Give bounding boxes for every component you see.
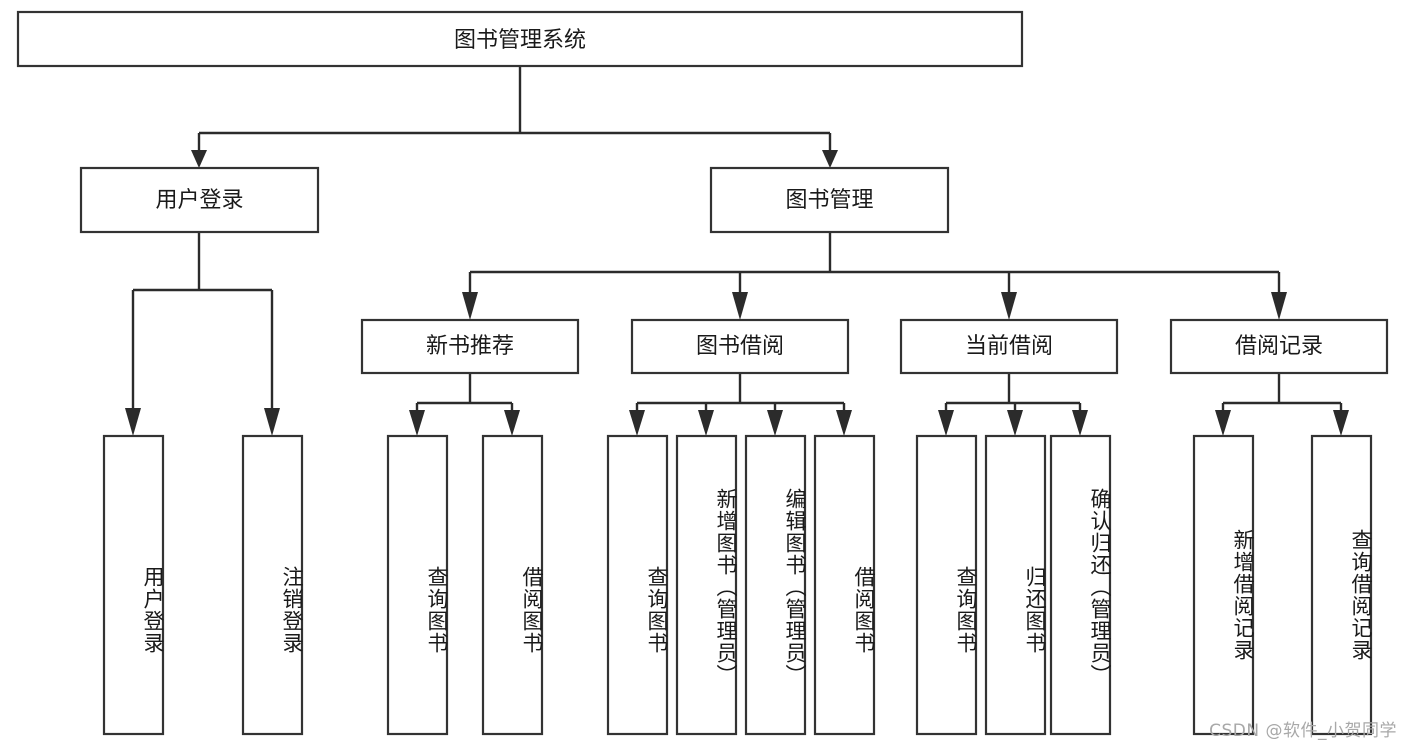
arrowhead-icon [409, 410, 425, 436]
arrowhead-icon [462, 292, 478, 320]
node-new-book-recommend-label: 新书推荐 [426, 333, 514, 358]
arrowhead-icon [767, 410, 783, 436]
leaf-book-borrow-2[interactable] [744, 434, 807, 736]
arrowhead-icon [938, 410, 954, 436]
leaf-book-borrow-1[interactable] [675, 434, 738, 736]
node-root-label: 图书管理系统 [454, 27, 586, 52]
leaf-new-book-0[interactable] [386, 434, 449, 736]
arrowhead-icon [822, 150, 838, 168]
node-user-login[interactable] [79, 166, 320, 234]
leaf-book-borrow-3[interactable] [813, 434, 876, 736]
arrowhead-icon [1001, 292, 1017, 320]
node-current-borrow[interactable] [899, 318, 1119, 375]
arrowhead-icon [629, 410, 645, 436]
arrowhead-icon [836, 410, 852, 436]
connector-currentborrow-to-leaves [944, 373, 1082, 412]
node-book-management[interactable] [709, 166, 950, 234]
connector-userlogin-to-leaves [131, 232, 274, 410]
arrowhead-icon [1271, 292, 1287, 320]
node-current-borrow-label: 当前借阅 [965, 333, 1053, 358]
leaf-current-borrow-2[interactable] [1049, 434, 1112, 736]
arrowhead-icon [264, 408, 280, 436]
leaf-book-borrow-0[interactable] [606, 434, 669, 736]
node-borrow-record-label: 借阅记录 [1235, 333, 1323, 358]
leaf-user-login-0[interactable] [102, 434, 165, 736]
connector-borrowrecord-to-leaves [1221, 373, 1343, 412]
leaf-borrow-record-0[interactable] [1192, 434, 1255, 736]
node-book-borrow-label: 图书借阅 [696, 333, 784, 358]
node-root[interactable] [16, 10, 1024, 68]
leaf-current-borrow-1[interactable] [984, 434, 1047, 736]
arrowhead-icon [1007, 410, 1023, 436]
connector-root-to-level2 [197, 66, 832, 152]
arrowhead-icon [698, 410, 714, 436]
arrowhead-icon [732, 292, 748, 320]
arrowhead-icon [1215, 410, 1231, 436]
node-borrow-record[interactable] [1169, 318, 1389, 375]
leaf-user-login-1[interactable] [241, 434, 304, 736]
arrowhead-icon [504, 410, 520, 436]
arrowhead-icon [125, 408, 141, 436]
connector-bookborrow-to-leaves [635, 373, 846, 412]
leaf-new-book-1[interactable] [481, 434, 544, 736]
arrowhead-icon [1333, 410, 1349, 436]
connector-newbook-to-leaves [415, 373, 514, 412]
node-book-management-label: 图书管理 [785, 187, 873, 212]
node-user-login-label: 用户登录 [155, 187, 243, 212]
arrowhead-icon [191, 150, 207, 168]
leaf-current-borrow-0[interactable] [915, 434, 978, 736]
connector-bookmgmt-to-level3 [468, 232, 1281, 295]
node-book-borrow[interactable] [630, 318, 850, 375]
arrowhead-icon [1072, 410, 1088, 436]
leaf-borrow-record-1[interactable] [1310, 434, 1373, 736]
node-new-book-recommend[interactable] [360, 318, 580, 375]
csdn-watermark: CSDN @软件_小贺同学 [1209, 721, 1397, 741]
